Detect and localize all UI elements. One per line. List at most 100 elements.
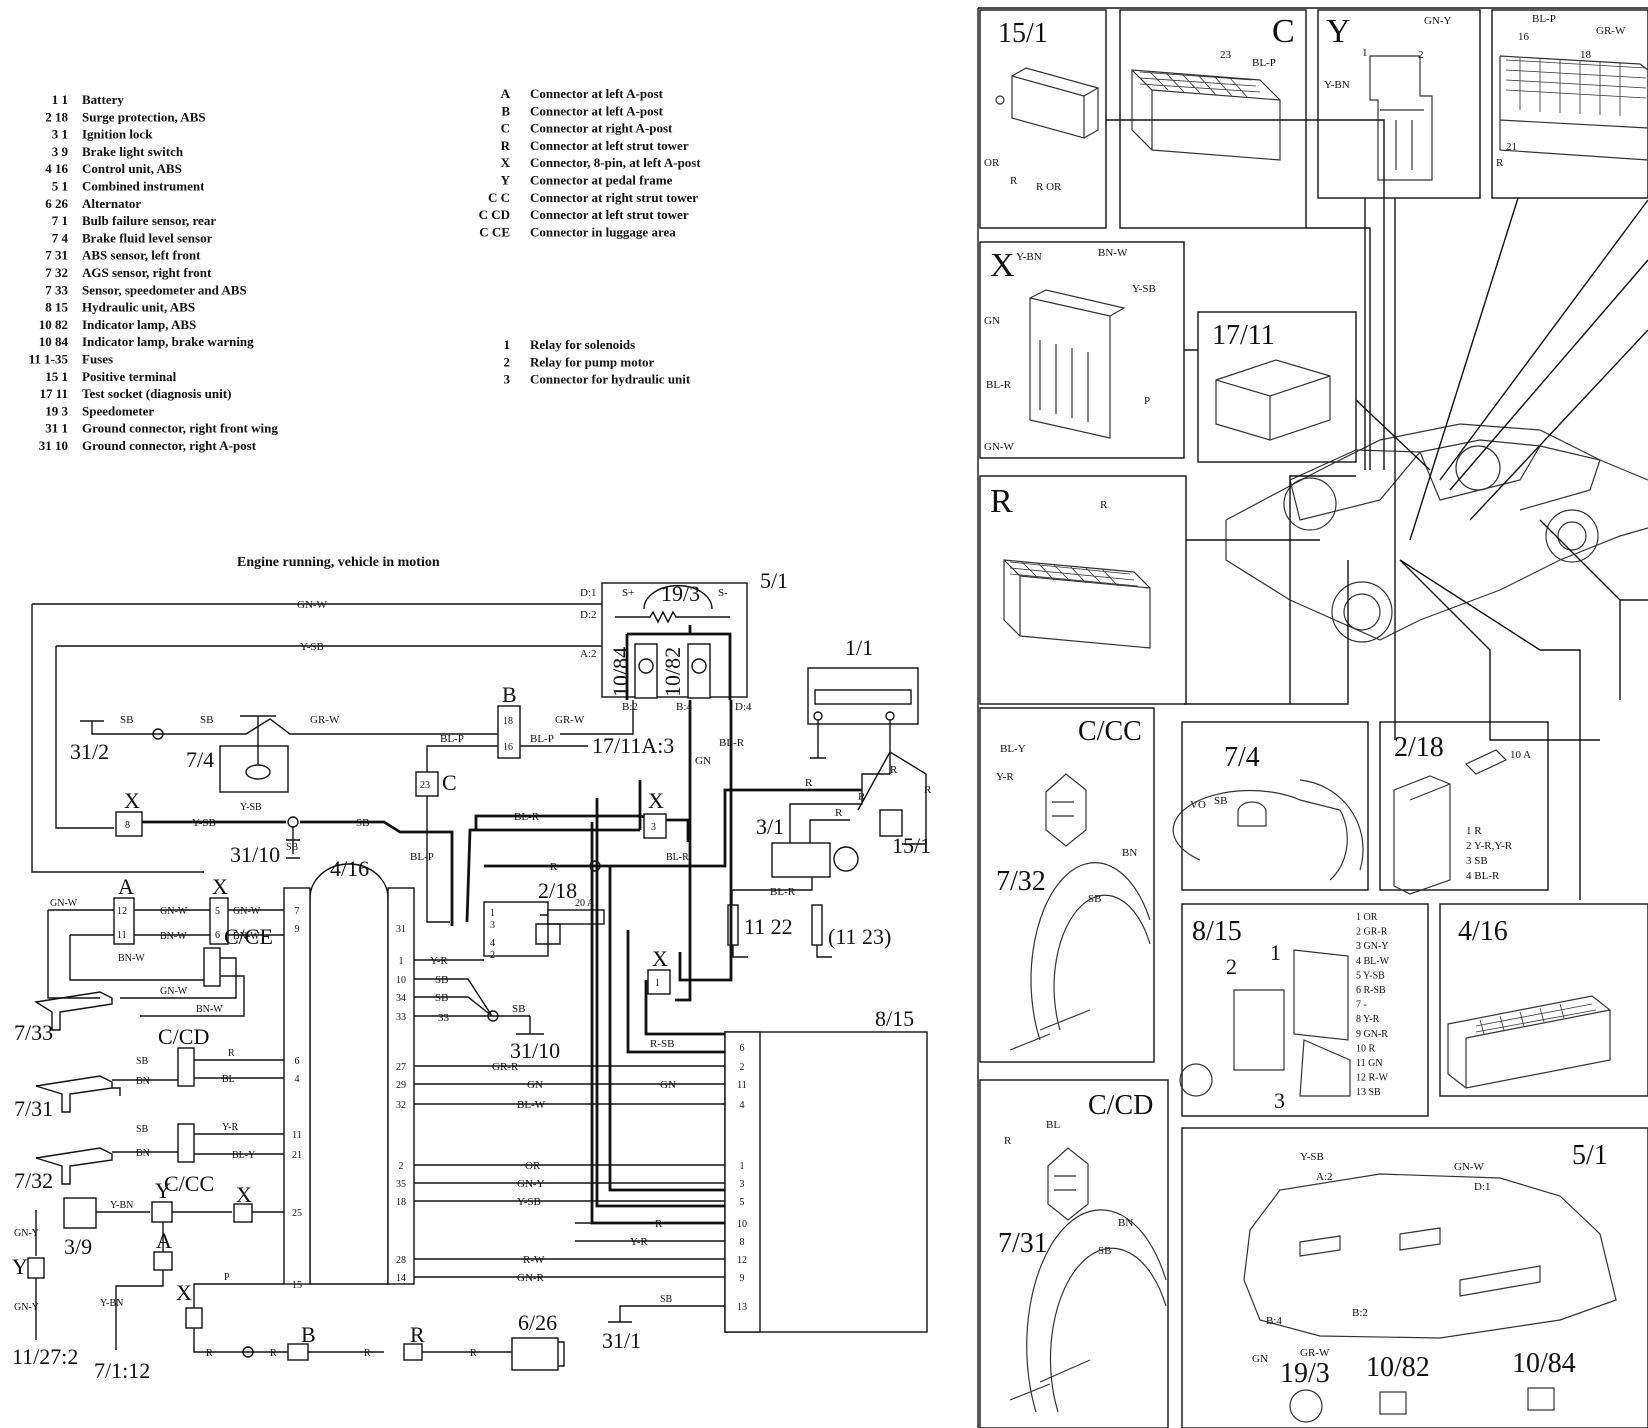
legend-label: Surge protection, ABS (82, 109, 206, 124)
wire-label-yr-3: Y-R (222, 1122, 238, 1133)
reservoir-wire (1299, 779, 1364, 871)
label-X1: X (124, 788, 140, 813)
control-unit-pin: 34 (396, 993, 406, 1004)
wire-label-grw1: GR-W (310, 714, 340, 726)
label-X6: X (176, 1280, 192, 1305)
wire-blp (426, 745, 588, 923)
positive-terminal-15-1 (879, 809, 903, 837)
label-CCD: C/CD (158, 1024, 209, 1049)
legend-code: 3 9 (52, 144, 69, 159)
battery-wires (810, 720, 927, 845)
wires-sb-ground (414, 978, 544, 1035)
wire-label-blr-2: BL-R (666, 852, 689, 863)
surge-pin-label: 1 R (1466, 825, 1482, 837)
speedometer-symbol (643, 584, 713, 610)
legend-code: 10 82 (39, 317, 68, 332)
wire-ysb-sb (142, 780, 642, 926)
wire-label-ysb-74: Y-SB (240, 802, 262, 813)
wire-label-sb-4: SB (286, 842, 299, 853)
surge-box-drawing (1393, 775, 1451, 895)
legend-label: Connector at left A-post (530, 103, 664, 118)
hydraulic-pin-label: 2 GR-R (1356, 927, 1388, 938)
wire-label-gnw: GN-W (297, 599, 328, 611)
hydraulic-unit-pin: 13 (737, 1302, 747, 1313)
hub-drawing-7-32 (1009, 862, 1151, 1051)
t-815-3: 3 (1274, 1088, 1285, 1113)
connector-X6 (185, 1307, 203, 1329)
legend-label: Brake light switch (82, 144, 184, 159)
legend-code: Y (501, 173, 511, 188)
connector-B2 (287, 1343, 309, 1361)
control-unit-pin: 35 (396, 1179, 406, 1190)
t-CC-bn: BN (1122, 847, 1137, 859)
brake-lamp-panel-icon (1527, 1387, 1555, 1411)
legend-label: Connector in luggage area (530, 224, 676, 239)
legend-label: Connector at left A-post (530, 86, 664, 101)
panel-title-15-1: 15/1 (998, 18, 1048, 49)
control-unit-pin: 11 (292, 1130, 302, 1141)
legend-code: C CE (479, 224, 510, 239)
pin-X4-5: 5 (215, 906, 220, 917)
wire-label-bnw-4: BN-W (196, 1004, 223, 1015)
control-unit-pin: 2 (399, 1161, 404, 1172)
legend-code: 5 1 (52, 179, 68, 194)
wire-label-gny: GN-Y (517, 1178, 545, 1190)
connector-CC (177, 1123, 195, 1163)
sensor-7-33 (34, 991, 113, 1031)
t-15-1-or: OR (984, 157, 1000, 169)
connector-B (497, 705, 521, 759)
t-C-23: 23 (1220, 49, 1232, 61)
label-31-10: 31/10 (230, 842, 280, 867)
legend-label: Positive terminal (82, 369, 177, 384)
wire-label-sb1: SB (120, 714, 133, 726)
legend-label: AGS sensor, right front (82, 265, 212, 280)
wire-label-r: R (550, 861, 558, 873)
wire-label-33: 33 (438, 1012, 450, 1024)
wire-blr (474, 814, 690, 842)
pin-X2-3: 3 (651, 822, 656, 833)
label-CCE: C/CE (224, 924, 273, 949)
legend-label: Fuses (82, 352, 113, 367)
hydraulic-unit-pinstrip (724, 1031, 761, 1333)
wire-label-r-6: R (924, 784, 932, 796)
wire-label-r-3: R (835, 807, 843, 819)
hydraulic-pin-label: 13 SB (1356, 1087, 1381, 1098)
control-unit-pin: 15 (292, 1280, 302, 1291)
hydraulic-unit-pin: 9 (740, 1273, 745, 1284)
control-unit-pin: 25 (292, 1208, 302, 1219)
legend-code: C CD (479, 207, 510, 222)
connector-grid-R (1009, 561, 1139, 587)
brake-light-switch-3-9 (63, 1197, 97, 1229)
pin-A-11: 11 (117, 930, 127, 941)
legend-code: 7 4 (52, 230, 69, 245)
hydraulic-pin-label: 10 R (1356, 1043, 1376, 1054)
hydraulic-pin-label: 6 R-SB (1356, 985, 1386, 996)
label-11-23: (11 23) (828, 924, 891, 949)
instrument-detail (1299, 1227, 1541, 1297)
legend-code: 17 11 (39, 386, 68, 401)
label-X2: X (648, 788, 664, 813)
pin-218-1: 1 (490, 908, 495, 919)
schematic: Engine running, vehicle in motion 5/1 19… (12, 555, 932, 1383)
legend-code: 7 33 (45, 282, 68, 297)
connector-Y2 (27, 1257, 45, 1279)
control-unit-pin: 29 (396, 1080, 406, 1091)
label-19-3: 19/3 (661, 581, 700, 606)
ground-31-10 (286, 826, 300, 859)
splice-point (152, 728, 164, 740)
wire-label-blp-1: BL-P (440, 733, 464, 745)
connector-drawing-Y (1369, 55, 1433, 181)
plug-drawing-C-CD (1047, 1147, 1089, 1221)
hydraulic-pin-label: 1 OR (1356, 912, 1378, 923)
legend-label: Connector for hydraulic unit (530, 372, 691, 387)
t-15-1-r: R (1010, 175, 1018, 187)
t-X-ybn: Y-BN (1016, 251, 1042, 263)
wire-label-sb-5: SB (435, 974, 448, 986)
t-B-18: 18 (1580, 49, 1592, 61)
pin-b4: B:4 (676, 701, 692, 713)
label-2-18: 2/18 (538, 878, 577, 903)
panel-Y (1317, 9, 1481, 199)
panel-C (1119, 9, 1307, 229)
hydraulic-pin-label: 9 GN-R (1356, 1029, 1388, 1040)
